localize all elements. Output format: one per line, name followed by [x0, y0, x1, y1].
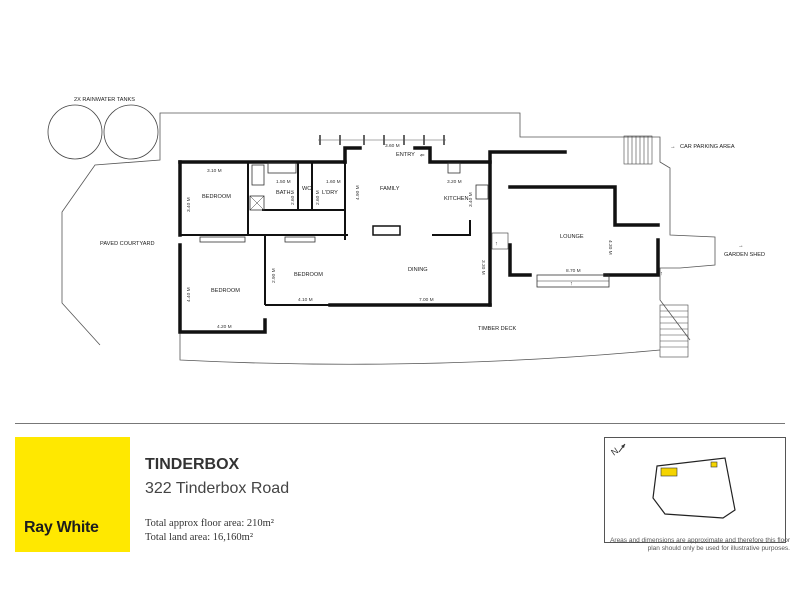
disclaimer: Areas and dimensions are approximate and… — [610, 537, 790, 553]
car-parking-arrow: → — [670, 144, 676, 150]
bedroom3-robe — [199, 236, 246, 243]
bedroom2-robe — [284, 236, 316, 243]
dim-family-h: 4.90 M — [355, 185, 361, 200]
bath-tub — [267, 162, 297, 174]
garden-shed-label: GARDEN SHED — [724, 252, 765, 258]
dim-bed1-h: 3.40 M — [186, 197, 192, 212]
bedroom1-robe — [251, 164, 265, 186]
footer-divider — [15, 423, 785, 424]
rainwater-tank-right — [103, 104, 159, 160]
tanks-label: 2X RAINWATER TANKS — [74, 97, 135, 103]
exterior-walls — [178, 146, 660, 334]
bedroom-arrow: ↑ — [660, 271, 663, 277]
site-map-svg: N — [609, 443, 736, 519]
site-boundary — [652, 457, 736, 519]
room-bedroom2: BEDROOM — [294, 272, 323, 278]
dim-ldry-w: 1.60 M — [326, 179, 341, 185]
family-island — [372, 225, 401, 236]
dim-dining-h: 3.30 M — [480, 260, 486, 275]
north-arrow-icon: N — [609, 443, 626, 458]
dim-bed2-h: 2.90 M — [271, 268, 277, 283]
room-dining: DINING — [408, 267, 428, 273]
interior-walls — [180, 162, 348, 306]
dim-bath-w: 1.50 M — [276, 179, 291, 185]
car-parking-label: CAR PARKING AREA — [680, 144, 735, 150]
site-outline — [61, 112, 716, 346]
bath-shower — [249, 195, 265, 211]
dim-wc-h: 2.60 M — [315, 190, 321, 205]
ray-white-logo: Ray White — [15, 437, 130, 552]
svg-text:N: N — [609, 446, 620, 458]
car-parking-stairs — [623, 135, 653, 165]
dining-arrow: ↑ — [495, 241, 498, 247]
property-name: TINDERBOX — [145, 456, 240, 473]
floor-plan: 2X RAINWATER TANKS PAVED COURTYARD CAR P… — [47, 97, 765, 365]
room-laundry: L'DRY — [322, 190, 338, 196]
dim-lounge-w: 8.70 M — [566, 268, 581, 274]
room-wc: WC — [302, 186, 311, 192]
dim-kitchen-h: 3.40 M — [468, 192, 474, 207]
garden-shed-arrow: → — [738, 243, 744, 249]
floor-area: Total approx floor area: 210m² — [145, 518, 274, 529]
kitchen-cooktop — [447, 162, 461, 174]
room-family: FAMILY — [380, 186, 400, 192]
dim-bed2-w: 4.10 M — [298, 297, 313, 303]
lounge-arrow: ↑ — [570, 281, 573, 287]
lounge-entry-steps — [491, 232, 509, 250]
room-lounge: LOUNGE — [560, 234, 584, 240]
kitchen-counter — [432, 220, 471, 236]
paved-courtyard-label: PAVED COURTYARD — [100, 241, 155, 247]
house-highlight — [660, 467, 678, 477]
entry-arrow: ⇐ — [420, 153, 425, 159]
room-bedroom3: BEDROOM — [211, 288, 240, 294]
dim-lounge-h: 4.30 M — [607, 240, 613, 255]
property-address: 322 Tinderbox Road — [145, 480, 290, 497]
dim-bath-h: 2.60 M — [290, 190, 296, 205]
room-kitchen: KITCHEN — [444, 196, 469, 202]
dim-bed1-w: 3.10 M — [207, 168, 222, 174]
dim-kitchen-w: 3.20 M — [447, 179, 462, 185]
room-bath: BATH — [276, 190, 291, 196]
site-map: N — [604, 437, 786, 543]
timber-deck-outline — [179, 332, 661, 365]
dim-entry-w: 3.60 M — [385, 143, 400, 149]
kitchen-fridge — [475, 184, 489, 200]
timber-deck-label: TIMBER DECK — [478, 326, 516, 332]
brand-name: Ray White — [24, 519, 99, 536]
rainwater-tank-left — [47, 104, 103, 160]
dim-dining-w: 7.00 M — [419, 297, 434, 303]
land-area: Total land area: 16,160m² — [145, 532, 253, 543]
dim-bed3-w: 4.20 M — [217, 324, 232, 330]
dim-bed3-h: 4.40 M — [186, 287, 192, 302]
room-entry: ENTRY — [396, 152, 415, 158]
room-bedroom1: BEDROOM — [202, 194, 231, 200]
deck-stairs — [659, 304, 689, 358]
shed-highlight — [710, 461, 718, 468]
